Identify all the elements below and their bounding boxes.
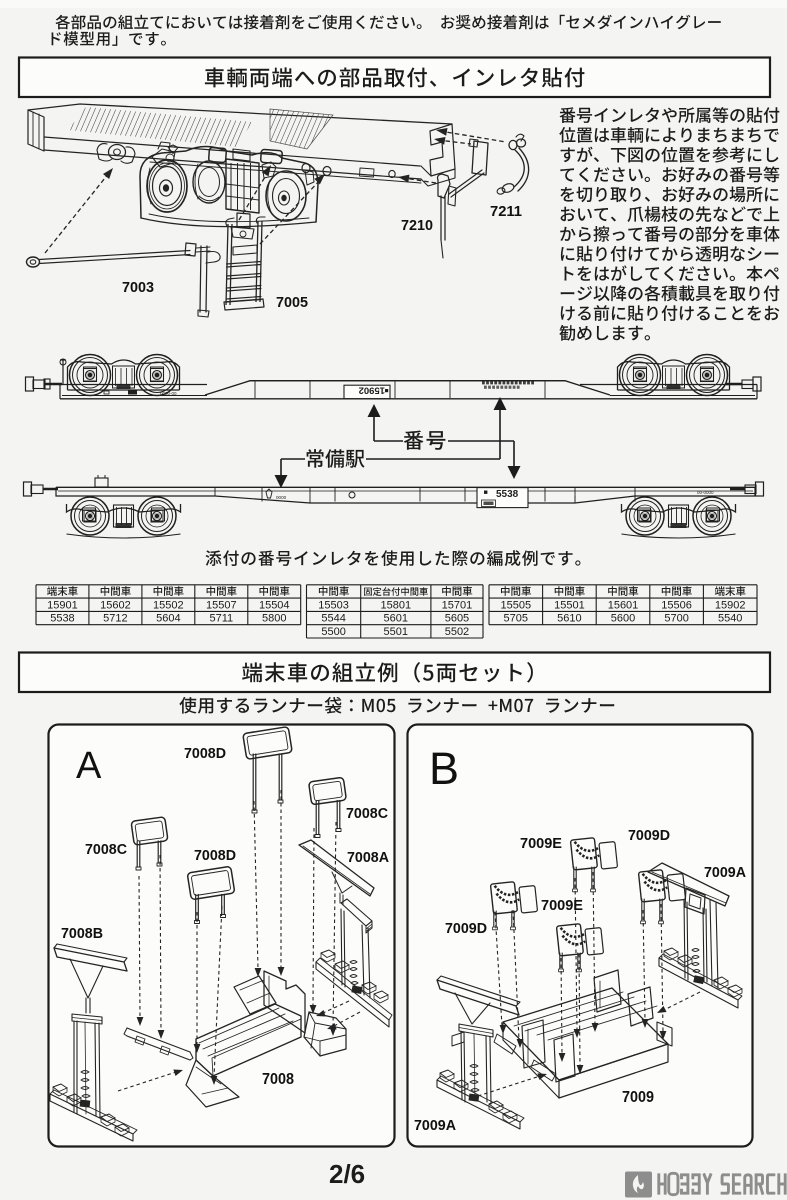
svg-text:7008C: 7008C [85, 841, 127, 858]
svg-text:0000: 0000 [276, 495, 287, 500]
svg-text:00-0000: 00-0000 [697, 490, 714, 495]
svg-text:5711: 5711 [209, 613, 233, 625]
svg-text:5705: 5705 [504, 613, 528, 625]
svg-text:7009E: 7009E [520, 835, 562, 852]
svg-text:15902: 15902 [359, 385, 385, 396]
svg-text:7003: 7003 [122, 279, 154, 296]
svg-text:5540: 5540 [718, 613, 742, 625]
svg-text:5600: 5600 [611, 613, 635, 625]
svg-text:2/6: 2/6 [329, 1159, 365, 1189]
svg-text:15503: 15503 [318, 599, 349, 611]
svg-text:15502: 15502 [153, 599, 184, 611]
svg-text:5604: 5604 [156, 613, 180, 625]
svg-text:15902: 15902 [715, 599, 746, 611]
svg-text:7210: 7210 [401, 217, 433, 234]
svg-text:7211: 7211 [490, 203, 523, 220]
svg-text:7008C: 7008C [346, 805, 388, 822]
svg-text:5500: 5500 [321, 626, 345, 638]
svg-text:7008B: 7008B [61, 925, 103, 942]
svg-text:7009D: 7009D [445, 920, 487, 937]
svg-text:15506: 15506 [661, 599, 692, 611]
svg-text:5544: 5544 [321, 613, 345, 625]
svg-text:B: B [429, 743, 459, 794]
svg-text:0000-00: 0000-00 [160, 391, 177, 396]
svg-text:5800: 5800 [262, 613, 286, 625]
svg-text:7009A: 7009A [414, 1117, 456, 1134]
svg-text:5502: 5502 [445, 626, 469, 638]
svg-text:7005: 7005 [276, 294, 309, 311]
svg-text:5501: 5501 [384, 626, 408, 638]
svg-text:15504: 15504 [259, 599, 290, 611]
svg-text:7008: 7008 [262, 1071, 294, 1088]
svg-text:7008D: 7008D [194, 847, 236, 864]
svg-text:A: A [76, 745, 102, 787]
svg-text:5538: 5538 [50, 613, 74, 625]
svg-text:7009: 7009 [622, 1089, 654, 1106]
svg-text:7008A: 7008A [347, 849, 389, 866]
svg-text:15801: 15801 [381, 599, 412, 611]
svg-text:15601: 15601 [608, 599, 639, 611]
svg-text:5601: 5601 [384, 613, 408, 625]
svg-text:7009A: 7009A [704, 864, 746, 881]
svg-text:7009E: 7009E [541, 897, 583, 914]
svg-text:5700: 5700 [664, 613, 688, 625]
svg-text:7008D: 7008D [184, 745, 226, 762]
svg-text:15701: 15701 [442, 599, 473, 611]
svg-text:5538: 5538 [496, 489, 519, 500]
svg-text:5610: 5610 [557, 613, 581, 625]
svg-text:15501: 15501 [554, 599, 585, 611]
svg-text:15505: 15505 [501, 599, 532, 611]
svg-text:5605: 5605 [445, 613, 469, 625]
svg-text:15901: 15901 [47, 599, 78, 611]
svg-text:15602: 15602 [100, 599, 131, 611]
svg-text:15507: 15507 [206, 599, 237, 611]
svg-text:7009D: 7009D [628, 827, 670, 844]
svg-text:5712: 5712 [103, 613, 127, 625]
